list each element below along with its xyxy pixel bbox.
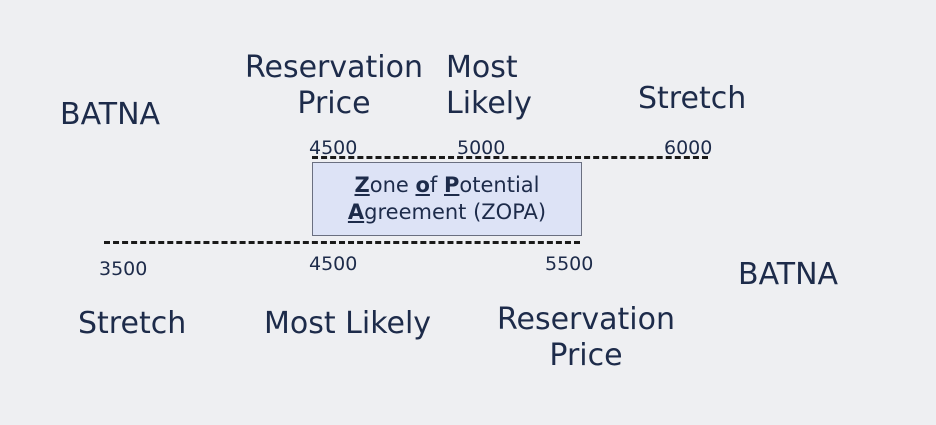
zopa-f: f [429, 173, 444, 197]
zopa-box: Zone of Potential Agreement (ZOPA) [312, 162, 582, 236]
seller-reservation-value: 4500 [309, 137, 358, 159]
buyer-most-likely-value: 4500 [309, 253, 358, 275]
buyer-stretch-value: 3500 [99, 258, 148, 280]
seller-most-likely-label: Most Likely [446, 50, 532, 122]
zopa-one: one [369, 173, 416, 197]
buyer-reservation-price-line1: Reservation [497, 302, 675, 337]
seller-stretch-label: Stretch [638, 81, 747, 116]
buyer-reservation-price-label: Reservation Price [494, 302, 678, 374]
seller-range-line [312, 156, 708, 159]
zopa-z: Z [354, 173, 370, 197]
zopa-otential: otential [459, 173, 540, 197]
zopa-line1: Zone of Potential [313, 172, 581, 199]
seller-most-likely-value: 5000 [457, 137, 506, 159]
zopa-a: A [347, 200, 365, 224]
seller-most-likely-line1: Most [446, 50, 518, 85]
zopa-greement: greement (ZOPA) [364, 200, 547, 224]
buyer-stretch-label: Stretch [78, 306, 187, 341]
zopa-line2: Agreement (ZOPA) [313, 199, 581, 226]
buyer-reservation-price-line2: Price [549, 338, 623, 373]
zopa-o: o [415, 173, 430, 197]
zopa-p: P [444, 173, 460, 197]
buyer-most-likely-label: Most Likely [264, 306, 432, 341]
seller-most-likely-line2: Likely [446, 86, 532, 121]
seller-reservation-price-line2: Price [297, 86, 371, 121]
buyer-batna-label: BATNA [738, 257, 839, 292]
seller-stretch-value: 6000 [664, 137, 713, 159]
buyer-range-line [104, 241, 580, 244]
seller-reservation-price-line1: Reservation [245, 50, 423, 85]
buyer-reservation-value: 5500 [545, 253, 594, 275]
seller-reservation-price-label: Reservation Price [242, 50, 426, 122]
seller-batna-label: BATNA [60, 97, 161, 132]
